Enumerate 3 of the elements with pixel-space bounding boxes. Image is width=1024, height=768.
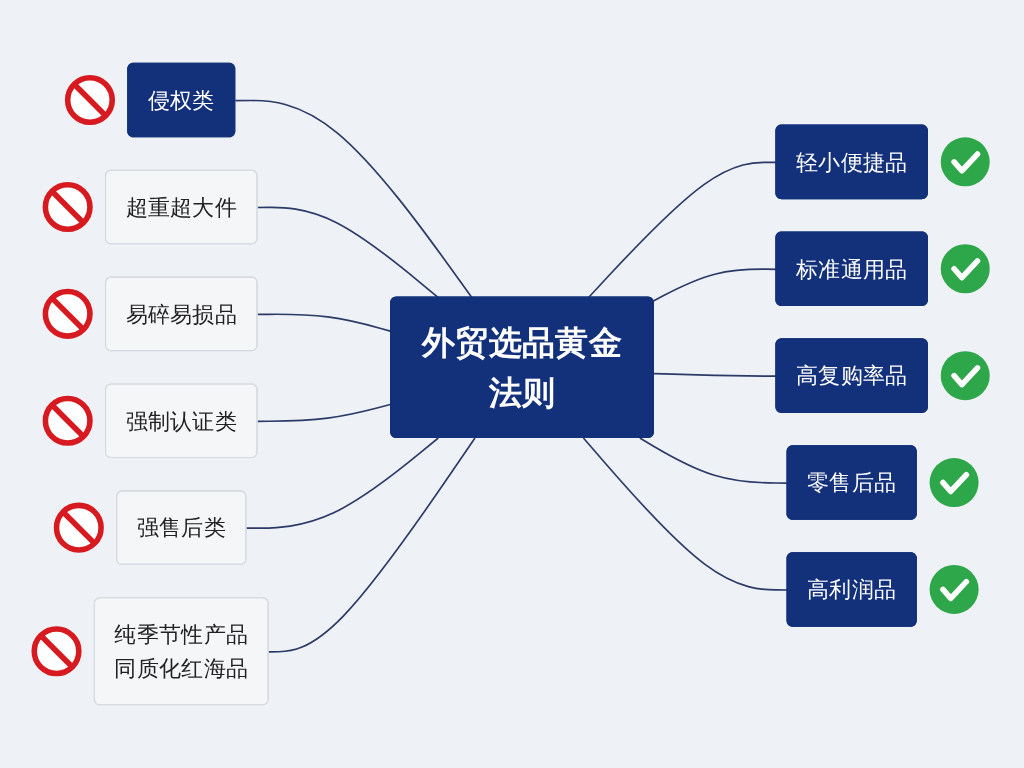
connector: [234, 99, 473, 299]
connector: [245, 437, 440, 530]
connector: [256, 206, 440, 299]
